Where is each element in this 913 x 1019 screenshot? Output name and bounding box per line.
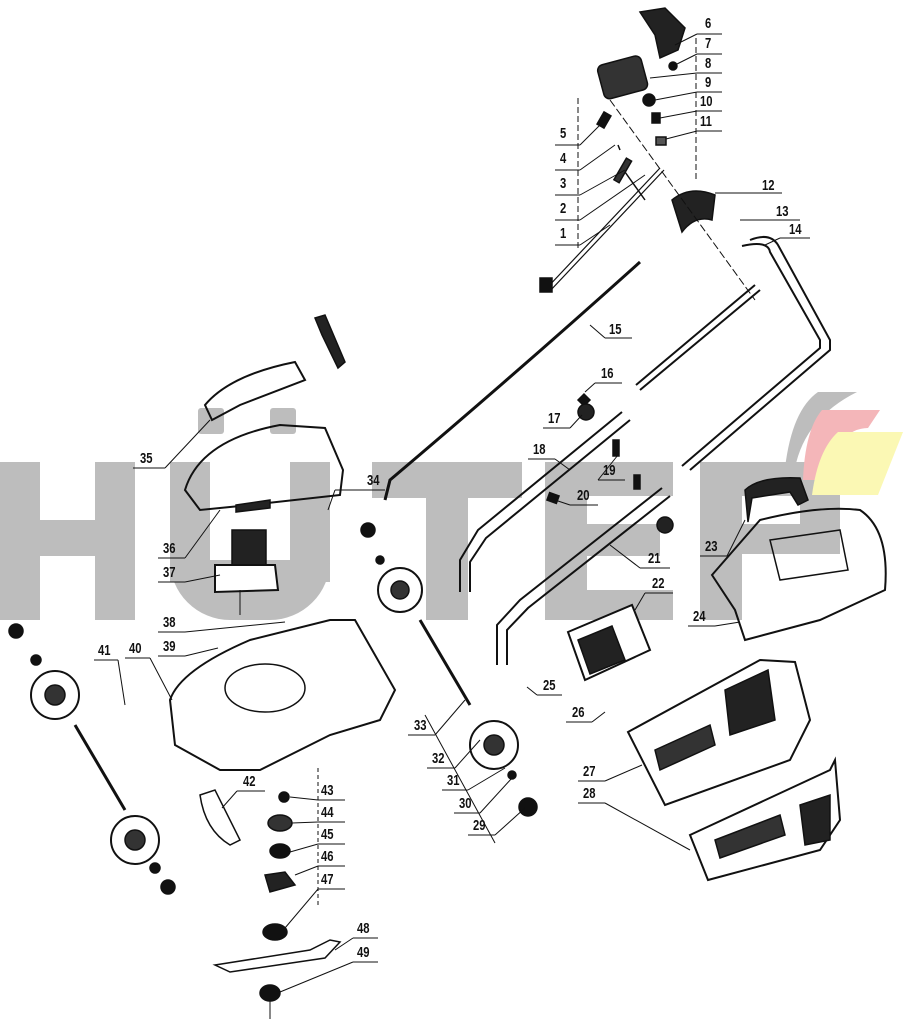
part-callout-6: 6: [705, 15, 712, 32]
part-callout-34: 34: [367, 472, 380, 489]
part-callout-16: 16: [601, 365, 614, 382]
part-callout-9: 9: [705, 74, 712, 91]
part-callout-38: 38: [163, 614, 176, 631]
part-callout-42: 42: [243, 773, 256, 790]
part-callout-41: 41: [98, 642, 111, 659]
part-callout-46: 46: [321, 848, 334, 865]
part-callout-8: 8: [705, 55, 712, 72]
part-callout-20: 20: [577, 487, 590, 504]
part-callout-39: 39: [163, 638, 176, 655]
part-callout-36: 36: [163, 540, 176, 557]
part-callout-25: 25: [543, 677, 556, 694]
part-callout-2: 2: [560, 200, 567, 217]
wheel-right-rear: [377, 567, 423, 613]
part-callout-15: 15: [609, 321, 622, 338]
part-callout-24: 24: [693, 608, 706, 625]
part-callout-49: 49: [357, 944, 370, 961]
switch-box-part-8: [596, 55, 649, 100]
part-callout-12: 12: [762, 177, 775, 194]
wheel-right-front: [469, 720, 519, 770]
part-callout-33: 33: [414, 717, 427, 734]
part-callout-22: 22: [652, 575, 665, 592]
part-callout-23: 23: [705, 538, 718, 555]
part-callout-30: 30: [459, 795, 472, 812]
part-callout-10: 10: [700, 93, 713, 110]
part-callout-21: 21: [648, 550, 661, 567]
part-callout-18: 18: [533, 441, 546, 458]
part-callout-4: 4: [560, 150, 567, 167]
part-callout-44: 44: [321, 804, 334, 821]
part-callout-37: 37: [163, 564, 176, 581]
part-callout-11: 11: [700, 113, 712, 130]
part-callout-28: 28: [583, 785, 596, 802]
part-callout-32: 32: [432, 750, 445, 767]
part-callout-13: 13: [776, 203, 789, 220]
part-callout-5: 5: [560, 125, 567, 142]
part-callout-31: 31: [447, 772, 460, 789]
part-callout-47: 47: [321, 871, 334, 888]
part-callout-35: 35: [140, 450, 153, 467]
part-callout-19: 19: [603, 462, 616, 479]
part-callout-7: 7: [705, 35, 712, 52]
part-callout-43: 43: [321, 782, 334, 799]
part-callout-40: 40: [129, 640, 142, 657]
part-callout-17: 17: [548, 410, 561, 427]
part-callout-45: 45: [321, 826, 334, 843]
part-callout-29: 29: [473, 817, 486, 834]
part-callout-3: 3: [560, 175, 567, 192]
wheel-left-front: [110, 815, 160, 865]
part-callout-26: 26: [572, 704, 585, 721]
part-callout-14: 14: [789, 221, 802, 238]
wheel-left-rear: [30, 670, 80, 720]
part-callout-27: 27: [583, 763, 596, 780]
switch-lever-part-6: [638, 7, 686, 60]
part-callout-1: 1: [560, 225, 567, 242]
part-callout-48: 48: [357, 920, 370, 937]
